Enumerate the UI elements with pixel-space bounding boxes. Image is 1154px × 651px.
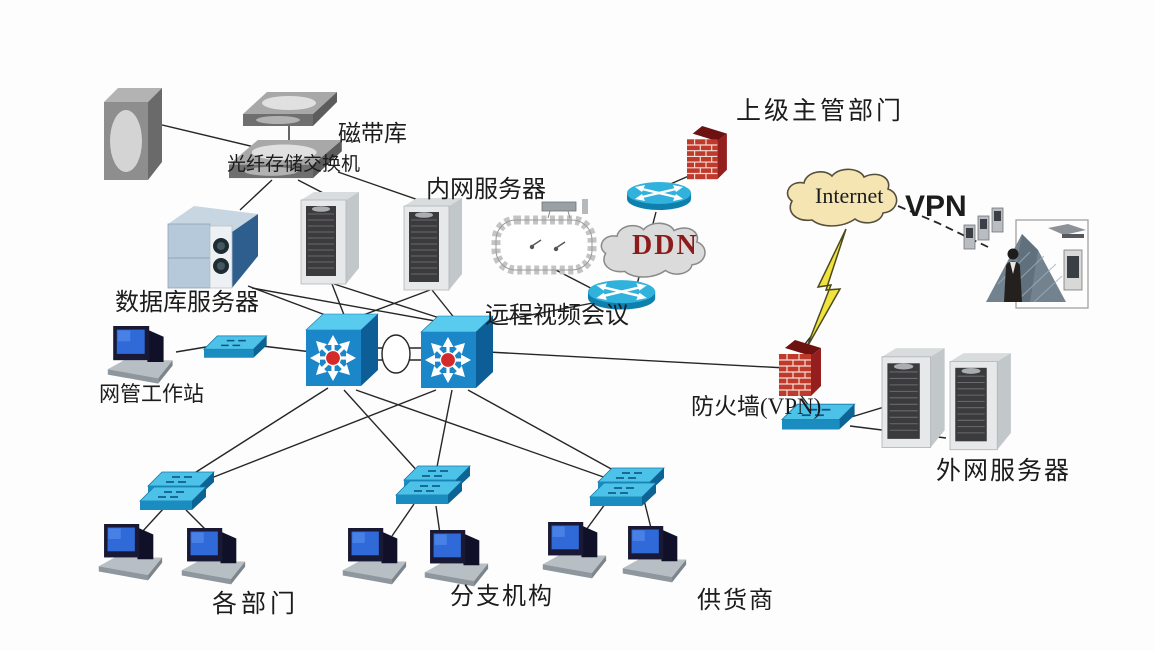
mgmt-switch-icon xyxy=(203,335,268,359)
database-server-icon xyxy=(167,206,258,289)
intranet-server-1-icon xyxy=(300,191,360,285)
internet-cloud-label: Internet xyxy=(815,183,884,208)
router-1-icon xyxy=(625,180,693,212)
departments-label: 各部门 xyxy=(212,591,300,618)
ddn-cloud-label: DDN xyxy=(632,230,699,261)
lightning-bolt-icon xyxy=(805,228,847,350)
branches-label: 分支机构 xyxy=(450,584,554,610)
branch-pc-1-icon xyxy=(342,528,407,585)
firewall-vpn-label: 防火墙(VPN) xyxy=(691,394,822,419)
suppliers-label: 供货商 xyxy=(697,588,775,614)
extranet-server-label: 外网服务器 xyxy=(936,458,1072,485)
firewall-upper-icon xyxy=(686,125,728,180)
video-conference-icon xyxy=(491,199,597,275)
core-switch-1-icon xyxy=(306,314,378,386)
supplier-switch-stack-icon xyxy=(589,467,665,507)
firewall-vpn-icon xyxy=(778,339,822,397)
intranet-server-2-icon xyxy=(403,197,463,291)
network-mgmt-workstation-label: 网管工作站 xyxy=(99,382,204,406)
tape-library-icon xyxy=(243,92,337,126)
tape-library-label: 磁带库 xyxy=(338,121,407,146)
remote-video-conference-label: 远程视频会议 xyxy=(485,303,629,329)
database-server-label: 数据库服务器 xyxy=(115,290,259,316)
mgmt-workstation-icon xyxy=(107,326,173,384)
dept-pc-1-icon xyxy=(98,524,163,581)
core-switch-2-icon xyxy=(421,316,493,388)
dept-pc-2-icon xyxy=(181,528,246,585)
stack-ring xyxy=(381,334,411,374)
superior-department-label: 上级主管部门 xyxy=(736,98,905,125)
intranet-server-label: 内网服务器 xyxy=(426,177,546,203)
storage-array-icon xyxy=(104,88,162,180)
dept-switch-stack-icon xyxy=(139,471,215,511)
vpn-label: VPN xyxy=(905,190,967,223)
fiber-storage-switch-label: 光纤存储交换机 xyxy=(227,154,361,175)
branch-switch-stack-icon xyxy=(395,465,471,505)
extranet-server-2-icon xyxy=(949,352,1012,451)
supplier-pc-2-icon xyxy=(622,526,687,583)
supplier-pc-1-icon xyxy=(542,522,607,579)
remote-users-photo xyxy=(963,207,1089,309)
branch-pc-2-icon xyxy=(424,530,489,587)
extranet-server-1-icon xyxy=(881,347,946,449)
